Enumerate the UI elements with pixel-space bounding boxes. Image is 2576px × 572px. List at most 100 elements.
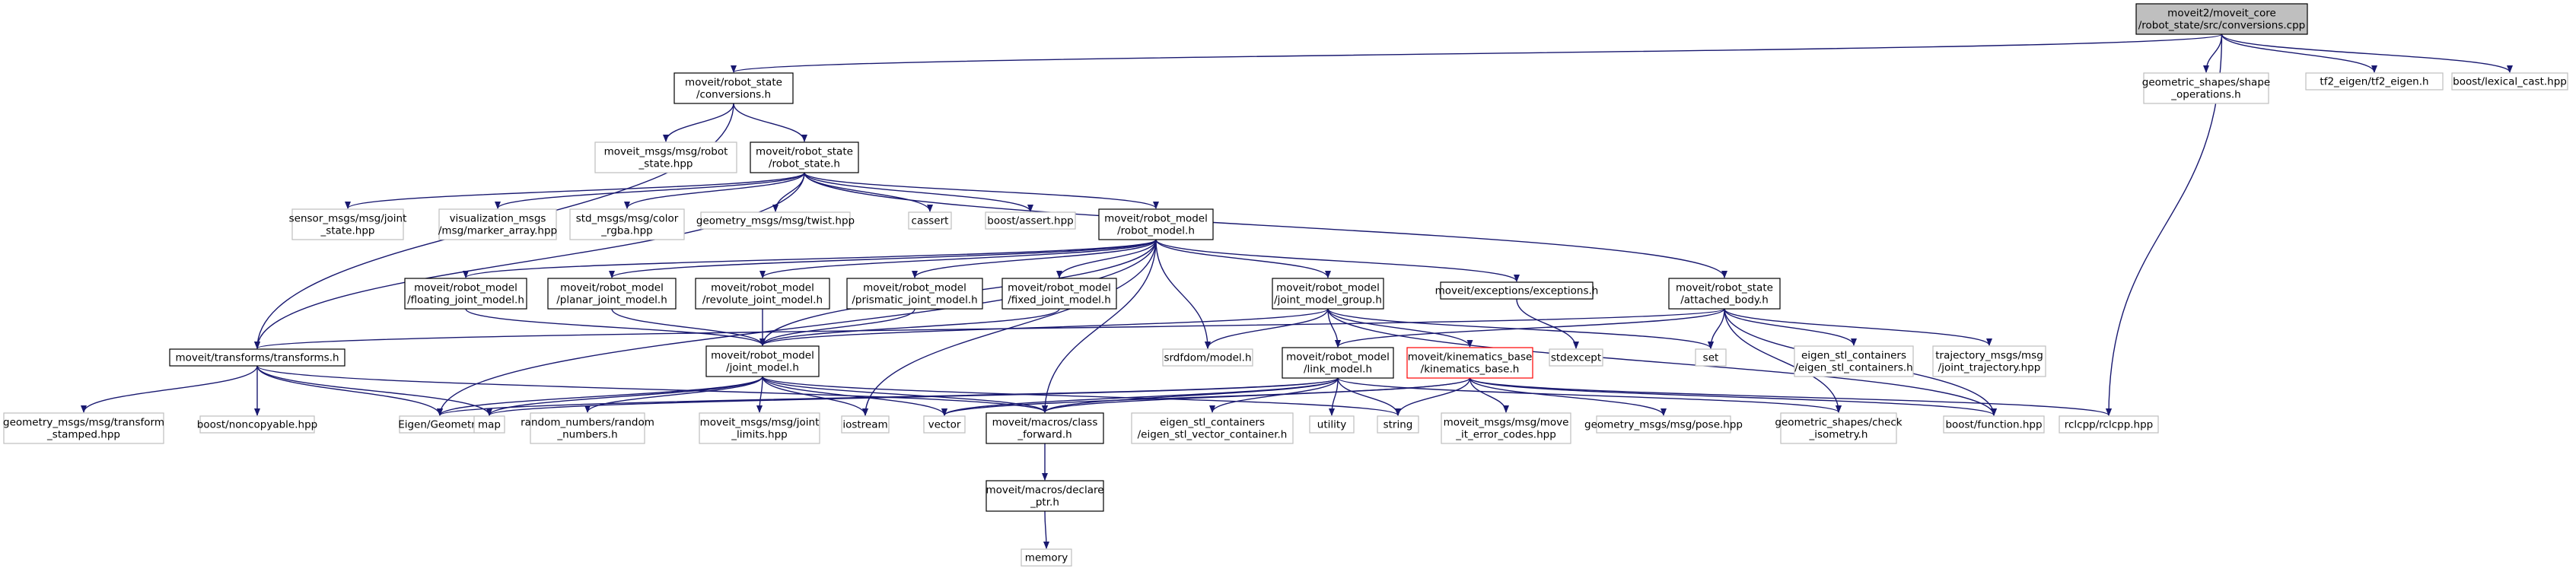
node-box xyxy=(1098,208,1214,240)
node-label-line: utility xyxy=(1317,419,1346,431)
edge-attached-to-set xyxy=(1708,308,1725,349)
edge-rstate-to-rmodel xyxy=(804,172,1159,209)
node-trajmsg: trajectory_msgs/msg/joint_trajectory.hpp xyxy=(1932,345,2046,377)
node-label-line: srdfdom/model.h xyxy=(1164,352,1251,364)
node-box xyxy=(1441,412,1571,444)
node-exc[interactable]: moveit/exceptions/exceptions.h xyxy=(1435,281,1599,300)
node-box xyxy=(986,480,1104,512)
node-box xyxy=(473,415,505,434)
edge-rstate-to-transforms xyxy=(254,172,805,349)
node-label-line: _state.hpp xyxy=(320,225,375,237)
node-box xyxy=(1596,415,1731,434)
node-box xyxy=(169,348,345,367)
node-prismatic[interactable]: moveit/robot_model/prismatic_joint_model… xyxy=(846,278,983,310)
edge-rmodel-to-jmg xyxy=(1155,239,1331,278)
node-iostream: iostream xyxy=(841,415,890,434)
node-label-line: _numbers.h xyxy=(556,429,617,441)
node-transforms[interactable]: moveit/transforms/transforms.h xyxy=(169,348,345,367)
node-box xyxy=(1440,281,1594,300)
node-box xyxy=(695,278,830,310)
node-kinbase[interactable]: moveit/kinematics_base/kinematics_base.h xyxy=(1406,347,1533,379)
edge-kinbase-to-bfunc xyxy=(1469,377,1997,416)
edge-kinbase-to-rclcpp xyxy=(1469,377,2112,416)
node-jmg[interactable]: moveit/robot_model/joint_model_group.h xyxy=(1272,278,1384,310)
node-declptr[interactable]: moveit/macros/declare_ptr.h xyxy=(986,480,1104,512)
node-label-line: moveit/robot_model xyxy=(1276,282,1380,294)
edge-rmodel-to-fixed xyxy=(1056,239,1157,278)
node-label-line: std_msgs/msg/color xyxy=(576,213,679,225)
node-box xyxy=(438,208,557,240)
edge-kinbase-to-pose xyxy=(1469,377,1667,416)
edge-jmg-to-kinbase xyxy=(1327,308,1473,348)
node-jmodel[interactable]: moveit/robot_model/joint_model.h xyxy=(705,345,820,377)
node-conv[interactable]: moveit/robot_state/conversions.h xyxy=(673,72,794,104)
node-moveerr: moveit_msgs/msg/move_it_error_codes.hpp xyxy=(1441,412,1571,444)
node-rclcpp: rclcpp/rclcpp.hpp xyxy=(2059,415,2159,434)
node-box xyxy=(1131,412,1294,444)
node-label-line: _isometry.h xyxy=(1808,429,1868,441)
node-label-line: geometry_msgs/msg/transform xyxy=(3,417,164,429)
node-label-line: boost/assert.hpp xyxy=(987,215,1073,227)
edge-lmodel-to-classfwd xyxy=(1042,377,1339,413)
node-msgrs: moveit_msgs/msg/robot_state.hpp xyxy=(594,141,737,173)
node-rnd: random_numbers/random_numbers.h xyxy=(521,412,654,444)
node-classfwd[interactable]: moveit/macros/class_forward.h xyxy=(986,412,1104,444)
edge-rstate-to-vizmarker xyxy=(495,172,805,209)
node-lmodel[interactable]: moveit/robot_model/link_model.h xyxy=(1282,347,1394,379)
node-rmodel[interactable]: moveit/robot_model/robot_model.h xyxy=(1098,208,1214,240)
node-box xyxy=(705,345,820,377)
node-box xyxy=(530,412,645,444)
node-label-line: /eigen_stl_vector_container.h xyxy=(1138,429,1288,441)
edge-jmodel-to-jlimits xyxy=(756,376,763,413)
node-label-line: moveit/macros/class xyxy=(992,417,1098,429)
node-label-line: _forward.h xyxy=(1017,429,1071,441)
edge-jmg-to-srdf xyxy=(1205,308,1329,349)
node-label-line: moveit_msgs/msg/joint xyxy=(700,417,820,429)
node-label-line: eigen_stl_containers xyxy=(1801,350,1906,362)
node-label-line: /robot_model.h xyxy=(1117,225,1195,237)
node-label-line: /attached_body.h xyxy=(1680,294,1769,307)
node-label-line: stdexcept xyxy=(1551,352,1601,364)
node-attached[interactable]: moveit/robot_state/attached_body.h xyxy=(1668,278,1781,310)
node-label-line: moveit/exceptions/exceptions.h xyxy=(1435,285,1599,297)
node-box xyxy=(986,412,1104,444)
node-label-line: _state.hpp xyxy=(638,158,693,170)
node-label-line: moveit/robot_model xyxy=(711,350,814,362)
node-revolute[interactable]: moveit/robot_model/revolute_joint_model.… xyxy=(695,278,830,310)
edge-jmodel-to-classfwd xyxy=(762,376,1048,413)
node-box xyxy=(841,415,890,434)
edge-rmodel-to-floating xyxy=(463,239,1157,278)
edge-transforms-to-classfwd xyxy=(256,365,1048,413)
node-box xyxy=(1549,348,1603,367)
edge-rstate-to-attached xyxy=(804,172,1727,278)
edge-lmodel-to-eigvec xyxy=(1209,377,1339,413)
node-fixed[interactable]: moveit/robot_model/fixed_joint_model.h xyxy=(1001,278,1117,310)
node-label-line: moveit/kinematics_base xyxy=(1408,351,1533,364)
edge-jmg-to-lmodel xyxy=(1327,308,1341,348)
node-box xyxy=(291,208,404,240)
node-box xyxy=(673,72,794,104)
node-label-line: boost/lexical_cast.hpp xyxy=(2453,76,2567,88)
node-srdf: srdfdom/model.h xyxy=(1162,348,1253,367)
node-label-line: /joint_model_group.h xyxy=(1274,294,1382,307)
node-shapeops: geometric_shapes/shape_operations.h xyxy=(2142,72,2270,104)
node-label-line: moveit_msgs/msg/robot xyxy=(604,146,728,158)
node-stdrgba: std_msgs/msg/color_rgba.hpp xyxy=(569,208,685,240)
node-box xyxy=(199,415,315,434)
node-bassert: boost/assert.hpp xyxy=(985,211,1076,230)
node-label-line: _ptr.h xyxy=(1030,497,1059,509)
node-box xyxy=(1021,548,1072,567)
edge-root-to-lexcast xyxy=(2221,33,2513,73)
node-string: string xyxy=(1377,415,1419,434)
edge-prismatic-to-jmodel xyxy=(759,308,915,346)
node-root[interactable]: moveit2/moveit_core/robot_state/src/conv… xyxy=(2135,3,2308,35)
edge-transforms-to-map xyxy=(256,365,492,416)
node-geomtf: geometry_msgs/msg/transform_stamped.hpp xyxy=(3,412,164,444)
node-rstate[interactable]: moveit/robot_state/robot_state.h xyxy=(750,141,859,173)
node-label-line: /fixed_joint_model.h xyxy=(1008,294,1111,307)
node-vector: vector xyxy=(923,415,966,434)
node-label-line: visualization_msgs xyxy=(450,213,546,225)
edge-jmodel-to-iostream xyxy=(762,376,868,416)
node-planar[interactable]: moveit/robot_model/planar_joint_model.h xyxy=(547,278,677,310)
node-floating[interactable]: moveit/robot_model/floating_joint_model.… xyxy=(404,278,527,310)
